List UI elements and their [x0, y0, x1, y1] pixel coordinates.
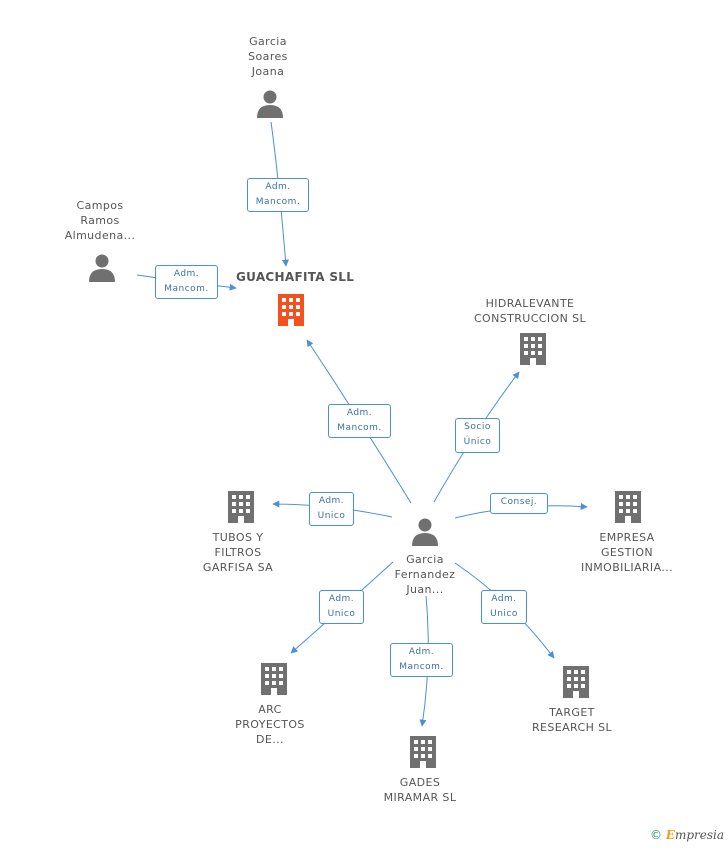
label-line: Ramos — [80, 214, 120, 227]
company-label-empresa-gestion[interactable]: EMPRESA GESTION INMOBILIARIA... — [571, 530, 683, 575]
relation-line: Unico — [327, 609, 356, 619]
label-line: CONSTRUCCION SL — [473, 312, 587, 325]
label-line: ARC — [258, 703, 282, 716]
relation-box-fernandez-gades[interactable]: Adm. Mancom. — [390, 643, 453, 677]
label-line: EMPRESA — [599, 531, 655, 544]
relation-line: Adm. — [328, 594, 355, 604]
relation-line: Mancom. — [164, 284, 209, 294]
person-icon[interactable] — [255, 89, 285, 119]
label-line: FILTROS — [214, 546, 262, 559]
label-line: DE... — [256, 733, 284, 746]
relation-line: Unico — [490, 609, 518, 619]
building-icon[interactable] — [560, 665, 592, 699]
company-label-arc[interactable]: ARC PROYECTOS DE... — [220, 702, 320, 747]
building-icon[interactable] — [258, 662, 290, 696]
label-line: MIRAMAR SL — [383, 791, 457, 804]
company-label-hidralevante[interactable]: HIDRALEVANTE CONSTRUCCION SL — [460, 296, 600, 326]
company-label-tubos[interactable]: TUBOS Y FILTROS GARFISA SA — [178, 530, 298, 575]
label-line: Almudena... — [64, 229, 136, 242]
relation-box-fernandez-tubos[interactable]: Adm. Unico — [309, 492, 354, 526]
relation-line: Mancom. — [399, 662, 444, 672]
relation-line: Mancom. — [337, 423, 382, 433]
label-line: Garcia — [249, 35, 287, 48]
person-label-garcia-soares[interactable]: Garcia Soares Joana — [218, 34, 318, 79]
person-label-garcia-fernandez[interactable]: Garcia Fernandez Juan... — [375, 552, 475, 597]
label-line: Campos — [76, 199, 124, 212]
relation-box-fernandez-empresa[interactable]: Consej. — [490, 493, 548, 514]
company-label-target[interactable]: TARGET RESEARCH SL — [522, 705, 622, 735]
relation-box-fernandez-target[interactable]: Adm. Unico — [481, 590, 527, 624]
relation-box-soares-center[interactable]: Adm. Mancom. — [247, 178, 309, 212]
relation-box-campos-center[interactable]: Adm. Mancom. — [155, 265, 218, 299]
relation-line: Adm. — [265, 182, 291, 192]
label-line: GESTION — [600, 546, 654, 559]
label-line: Fernandez — [394, 568, 456, 581]
relation-line: Adm. — [408, 647, 435, 657]
building-icon[interactable] — [612, 490, 644, 524]
label-line: PROYECTOS — [235, 718, 305, 731]
footer-brand[interactable]: © Empresia — [650, 828, 724, 842]
label-line: TUBOS Y — [212, 531, 264, 544]
center-company-name[interactable]: GUACHAFITA SLL — [236, 270, 355, 284]
label-line: INMOBILIARIA... — [580, 561, 674, 574]
building-icon[interactable] — [407, 735, 439, 769]
company-label-gades[interactable]: GADES MIRAMAR SL — [370, 775, 470, 805]
building-icon[interactable] — [225, 490, 257, 524]
relation-line: Adm. — [491, 594, 517, 604]
person-icon[interactable] — [410, 517, 440, 547]
label-line: GARFISA SA — [202, 561, 274, 574]
relation-box-fernandez-center[interactable]: Adm. Mancom. — [328, 404, 391, 438]
label-line: Joana — [251, 65, 285, 78]
relation-line: Único — [463, 437, 492, 447]
label-line: Juan... — [406, 583, 444, 596]
relation-box-fernandez-arc[interactable]: Adm. Unico — [319, 590, 364, 624]
relation-line: Unico — [317, 511, 346, 521]
relation-line: Mancom. — [255, 197, 301, 207]
label-line: GADES — [399, 776, 441, 789]
brand-logo: Empresia — [665, 828, 725, 842]
building-icon-center[interactable] — [275, 293, 307, 327]
label-line: RESEARCH SL — [531, 721, 613, 734]
label-line: HIDRALEVANTE — [485, 297, 575, 310]
relation-line: Socio — [464, 422, 491, 432]
building-icon[interactable] — [517, 332, 549, 366]
relation-line: Adm. — [318, 496, 345, 506]
relation-box-fernandez-hidralevante[interactable]: Socio Único — [455, 418, 500, 453]
label-line: Soares — [248, 50, 288, 63]
relation-line: Adm. — [346, 408, 373, 418]
relation-line: Adm. — [173, 269, 200, 279]
person-label-campos-ramos[interactable]: Campos Ramos Almudena... — [50, 198, 150, 243]
label-line: TARGET — [549, 706, 595, 719]
copyright-symbol: © — [650, 828, 662, 842]
person-icon[interactable] — [87, 253, 117, 283]
relation-line: Consej. — [500, 497, 538, 507]
label-line: Garcia — [406, 553, 444, 566]
